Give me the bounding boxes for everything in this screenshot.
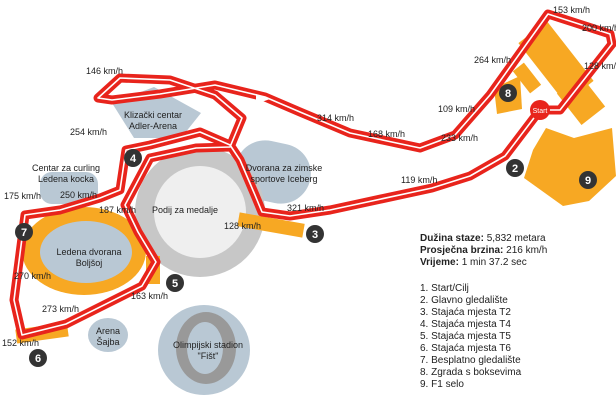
speed-label: 152 km/h <box>2 338 39 348</box>
adler-arena-label: Klizački centar <box>124 110 182 120</box>
track-length: Dužina staze: 5,832 metara <box>420 233 610 245</box>
speed-label: 153 km/h <box>553 5 590 15</box>
medal-plaza-inner <box>154 166 246 258</box>
grandstand-main <box>524 128 616 206</box>
info-panel: Dužina staze: 5,832 metara Prosječna brz… <box>420 233 610 391</box>
speed-label: 163 km/h <box>131 291 168 301</box>
legend-item: 4. Stajaća mjesta T4 <box>420 319 511 330</box>
sajba-label-2: Šajba <box>96 337 119 347</box>
ice-cube-building <box>40 172 98 204</box>
lap-time: Vrijeme: 1 min 37.2 sec <box>420 257 610 269</box>
speed-label: 119 km/h <box>401 175 437 185</box>
average-speed: Prosječna brzina: 216 km/h <box>420 245 610 257</box>
pit-garage-b <box>556 75 606 125</box>
marker-2: 2 <box>506 159 524 177</box>
svg-text:7: 7 <box>21 227 27 239</box>
iceberg-label: Dvorana za zimske <box>246 163 323 173</box>
legend-item: 6. Stajaća mjesta T6 <box>420 343 511 354</box>
bolshoy-arena <box>40 221 132 283</box>
speed-label: 200 km/h <box>582 23 616 33</box>
start-label: Start <box>533 108 548 115</box>
iceberg-label-2: sportove Iceberg <box>250 174 317 184</box>
bolshoy-label-2: Boljšoj <box>76 258 103 268</box>
svg-text:9: 9 <box>585 175 591 187</box>
speed-label: 109 km/h <box>438 104 475 114</box>
curling-label: Centar za curling <box>32 163 100 173</box>
svg-text:6: 6 <box>35 353 41 365</box>
speed-label: 233 km/h <box>441 133 478 143</box>
svg-text:8: 8 <box>505 88 511 100</box>
race-track-centerline <box>13 13 613 336</box>
marker-6: 6 <box>29 349 47 367</box>
marker-8: 8 <box>499 84 517 102</box>
speed-label: 314 km/h <box>317 113 354 123</box>
marker-4: 4 <box>124 149 142 167</box>
start-marker <box>530 100 550 120</box>
pit-garage-a <box>512 62 542 94</box>
track-length-value: 5,832 metara <box>486 233 546 244</box>
sajba-label: Arena <box>96 326 120 336</box>
medal-plaza-label: Podij za medalje <box>152 205 218 215</box>
speed-label: 128 km/h <box>584 61 616 71</box>
direction-arrow <box>256 94 270 104</box>
legend-item: 8. Zgrada s boksevima <box>420 367 522 378</box>
svg-text:5: 5 <box>172 278 178 290</box>
legend-item: 7. Besplatno gledalište <box>420 355 521 366</box>
average-speed-value: 216 km/h <box>506 245 548 256</box>
speed-label: 321 km/h <box>287 203 324 213</box>
svg-text:2: 2 <box>512 163 518 175</box>
marker-3: 3 <box>306 225 324 243</box>
fisht-label-2: "Fišt" <box>198 351 219 361</box>
track-length-label: Dužina staze: <box>420 233 484 244</box>
speed-label: 175 km/h <box>4 191 41 201</box>
marker-9: 9 <box>579 171 597 189</box>
legend-item: 1. Start/Cilj <box>420 283 469 294</box>
lap-time-label: Vrijeme: <box>420 257 459 268</box>
speed-label: 128 km/h <box>224 221 261 231</box>
speed-label: 273 km/h <box>42 304 79 314</box>
legend-item: 2. Glavno gledalište <box>420 295 508 306</box>
speed-label: 168 km/h <box>368 129 405 139</box>
curling-label-2: Ledena kocka <box>38 174 94 184</box>
grandstand-t2 <box>237 212 305 238</box>
average-speed-label: Prosječna brzina: <box>420 245 504 256</box>
bolshoy-label: Ledena dvorana <box>56 247 121 257</box>
svg-text:4: 4 <box>130 153 137 165</box>
fisht-stadium-field <box>187 322 223 374</box>
speed-label: 264 km/h <box>474 55 511 65</box>
marker-5: 5 <box>166 274 184 292</box>
speed-label: 187 km/h <box>99 205 136 215</box>
legend-item: 3. Stajaća mjesta T2 <box>420 307 511 318</box>
speed-label: 146 km/h <box>86 66 123 76</box>
speed-label: 250 km/h <box>60 190 97 200</box>
adler-arena-label-2: Adler-Arena <box>129 121 177 131</box>
lap-time-value: 1 min 37.2 sec <box>461 257 527 268</box>
legend-item: 9. F1 selo <box>420 379 464 390</box>
speed-label: 254 km/h <box>70 127 107 137</box>
fisht-label: Olimpijski stadion <box>173 340 243 350</box>
sajba-building <box>88 318 128 352</box>
svg-text:3: 3 <box>312 229 318 241</box>
speed-label: 270 km/h <box>14 271 51 281</box>
legend-item: 5. Stajaća mjesta T5 <box>420 331 511 342</box>
legend-list: 1. Start/Cilj 2. Glavno gledalište 3. St… <box>420 283 610 391</box>
marker-7: 7 <box>15 223 33 241</box>
